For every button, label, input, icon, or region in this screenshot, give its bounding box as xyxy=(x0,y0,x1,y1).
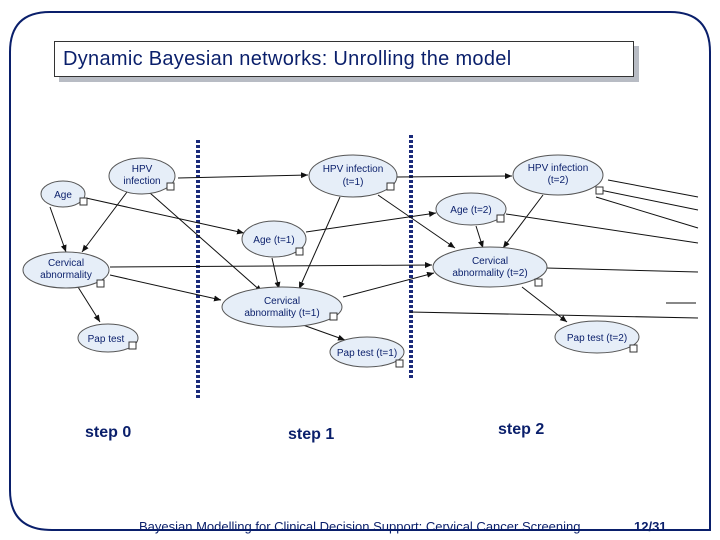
node-pap-test-t1: Pap test (t=1) xyxy=(329,336,405,368)
node-age: Age xyxy=(40,180,88,208)
edge-age2-cerv2 xyxy=(475,225,484,249)
svg-text:Cervical: Cervical xyxy=(264,296,300,307)
svg-text:abnormality (t=2): abnormality (t=2) xyxy=(452,268,527,279)
svg-text:Cervical: Cervical xyxy=(48,258,84,269)
edge-age-cerv0 xyxy=(49,206,67,253)
svg-text:Cervical: Cervical xyxy=(472,256,508,267)
svg-text:abnormality: abnormality xyxy=(40,270,92,281)
step-2-label: step 2 xyxy=(498,421,545,438)
edge-age-age1 xyxy=(85,197,245,235)
svg-text:(t=2): (t=2) xyxy=(548,175,569,186)
svg-text:Pap test (t=2): Pap test (t=2) xyxy=(567,333,627,344)
svg-text:abnormality (t=1): abnormality (t=1) xyxy=(244,308,319,319)
edge-cerv1-pap1 xyxy=(302,324,346,341)
node-pap-test-0: Pap test xyxy=(77,323,139,353)
node-hpv-infection-0: HPV infection xyxy=(108,157,176,195)
edge-out-5 xyxy=(545,267,699,273)
svg-text:(t=1): (t=1) xyxy=(343,177,364,188)
svg-text:Age (t=1): Age (t=1) xyxy=(253,235,294,246)
edge-out-2 xyxy=(599,189,699,211)
edge-cerv0-pap0 xyxy=(77,286,101,323)
node-cervical-abnormality-0: Cervical abnormality xyxy=(22,251,110,289)
svg-text:Pap test (t=1): Pap test (t=1) xyxy=(337,348,397,359)
node-cervical-abnormality-t2: Cervical abnormality (t=2) xyxy=(432,246,548,288)
step-1-label: step 1 xyxy=(288,426,335,443)
footer-text: Bayesian Modelling for Clinical Decision… xyxy=(139,519,581,534)
edge-out-4 xyxy=(505,213,699,244)
edge-hpv1-hpv2 xyxy=(396,173,513,180)
edge-hpv0-cerv1 xyxy=(149,192,263,293)
svg-text:Pap test: Pap test xyxy=(88,334,125,345)
node-hpv-infection-t1: HPV infection (t=1) xyxy=(308,154,398,198)
edge-out-1 xyxy=(607,179,699,198)
edge-cerv2-pap2 xyxy=(521,286,568,323)
slide-title: Dynamic Bayesian networks: Unrolling the… xyxy=(63,47,512,70)
edge-hpv2-cerv2 xyxy=(502,194,544,249)
edge-out-7 xyxy=(409,311,699,319)
page-number: 12/31 xyxy=(634,519,667,534)
edge-out-3 xyxy=(595,196,699,229)
node-age-t2: Age (t=2) xyxy=(435,192,507,226)
step-0-label: step 0 xyxy=(85,424,132,441)
node-hpv-infection-t2: HPV infection (t=2) xyxy=(512,154,604,196)
edge-hpv0-hpv1 xyxy=(177,172,309,179)
edge-cerv0-cerv1 xyxy=(109,274,222,302)
edge-cerv0-cerv2 xyxy=(109,262,433,269)
svg-text:HPV infection: HPV infection xyxy=(323,164,384,175)
svg-text:HPV infection: HPV infection xyxy=(528,163,589,174)
svg-text:infection: infection xyxy=(123,176,160,187)
slide-title-box: Dynamic Bayesian networks: Unrolling the… xyxy=(54,41,634,77)
edge-age1-age2 xyxy=(305,211,437,233)
svg-text:HPV: HPV xyxy=(132,164,153,175)
edge-age1-cerv1 xyxy=(271,257,281,290)
svg-text:Age: Age xyxy=(54,190,72,201)
svg-text:Age (t=2): Age (t=2) xyxy=(450,205,491,216)
node-pap-test-t2: Pap test (t=2) xyxy=(554,320,640,354)
edge-hpv0-cerv0 xyxy=(81,191,128,253)
edge-hpv1-cerv1 xyxy=(298,196,341,290)
edge-cerv1-cerv2 xyxy=(342,271,435,298)
node-age-t1: Age (t=1) xyxy=(241,220,307,258)
edge-hpv1-cerv2 xyxy=(377,194,456,249)
node-cervical-abnormality-t1: Cervical abnormality (t=1) xyxy=(221,286,343,328)
